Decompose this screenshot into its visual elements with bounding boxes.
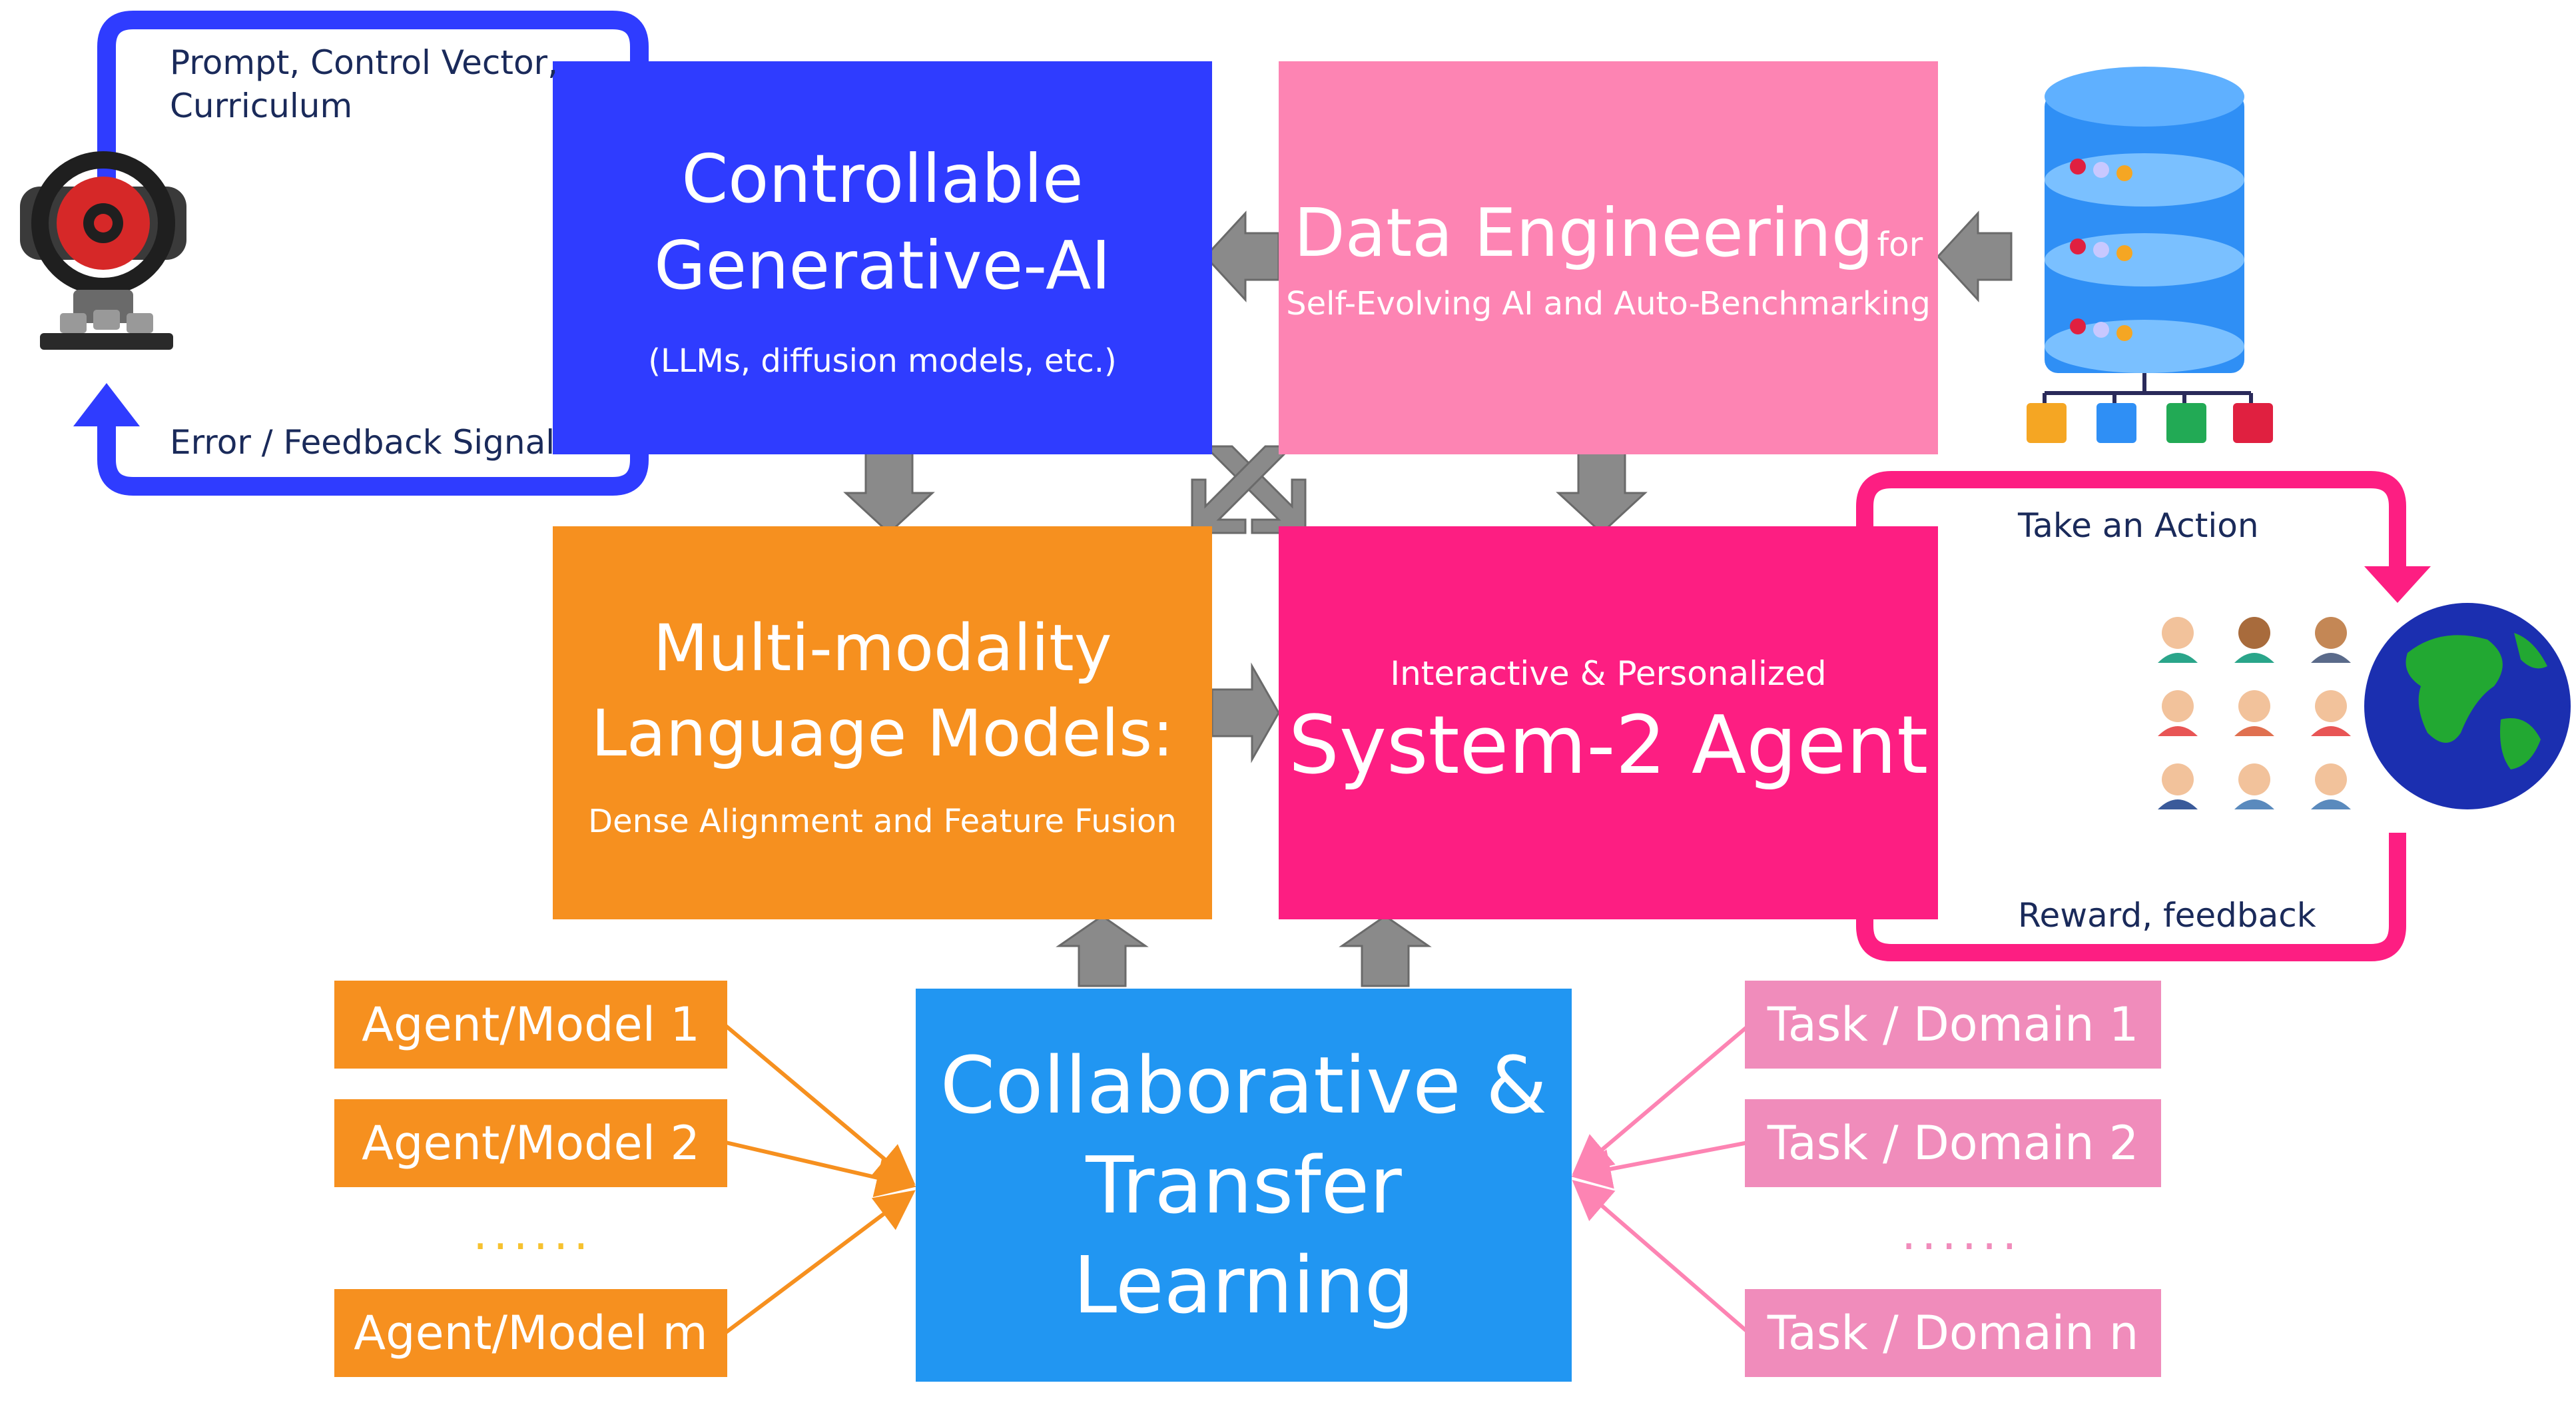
task-domain-2-box: Task / Domain 2 [1745,1099,2161,1187]
database-icon [2027,67,2273,443]
data-engineering-title: Data Engineering [1293,193,1874,272]
controllable-title-line2: Generative-AI [654,227,1111,304]
controllable-genai-box: Controllable Generative-AI (LLMs, diffus… [553,61,1212,454]
reward-arrow [1856,833,2406,961]
agent-model-2-box: Agent/Model 2 [334,1099,727,1187]
system2-title: System-2 Agent [1288,699,1929,792]
people-icon [2158,617,2351,809]
steering-wheel-icon [20,151,186,350]
data-engineering-subtitle: Self-Evolving AI and Auto-Benchmarking [1286,284,1931,322]
task-domain-label: Task / Domain n [1767,1306,2139,1360]
multimodality-title-line1: Multi-modality [653,611,1112,686]
system2-subtitle: Interactive & Personalized [1390,654,1827,693]
agent-model-label: Agent/Model m [354,1306,708,1360]
controllable-subtitle: (LLMs, diffusion models, etc.) [648,342,1117,380]
take-action-arrow [1856,471,2406,600]
agent-model-label: Agent/Model 1 [362,997,700,1052]
task-lines [1571,1024,1750,1334]
agent-model-label: Agent/Model 2 [362,1116,700,1170]
reward-feedback-label: Reward, feedback [2018,896,2316,935]
collaborative-box: Collaborative & Transfer Learning [916,989,1572,1382]
agent-ellipsis: ...... [473,1206,594,1260]
prompt-label: Prompt, Control Vector, [170,43,559,82]
collaborative-title-line2: Transfer Learning [1073,1139,1415,1331]
task-domain-1-box: Task / Domain 1 [1745,981,2161,1069]
controllable-title-line1: Controllable [681,140,1084,218]
collaborative-title-line1: Collaborative & [940,1039,1548,1131]
globe-icon [2364,603,2571,809]
task-ellipsis: ...... [1901,1206,2023,1260]
data-engineering-for: for [1877,225,1923,264]
data-engineering-box: Data Engineering for Self-Evolving AI an… [1279,61,1938,454]
agent-lines [725,1024,916,1334]
multimodality-box: Multi-modality Language Models: Dense Al… [553,526,1212,919]
multimodality-subtitle: Dense Alignment and Feature Fusion [588,803,1177,840]
curriculum-label: Curriculum [170,87,353,125]
agent-model-m-box: Agent/Model m [334,1289,727,1377]
prompt-loop-arrow [97,11,649,200]
error-loop-arrow [97,360,649,496]
system2-agent-box: Interactive & Personalized System-2 Agen… [1279,526,1938,919]
gray-arrows [843,211,2013,987]
error-feedback-label: Error / Feedback Signal [170,423,555,462]
task-domain-label: Task / Domain 2 [1767,1116,2139,1170]
multimodality-title-line2: Language Models: [591,696,1174,771]
agent-model-1-box: Agent/Model 1 [334,981,727,1069]
task-domain-n-box: Task / Domain n [1745,1289,2161,1377]
task-domain-label: Task / Domain 1 [1767,997,2139,1052]
take-action-label: Take an Action [2018,506,2259,545]
